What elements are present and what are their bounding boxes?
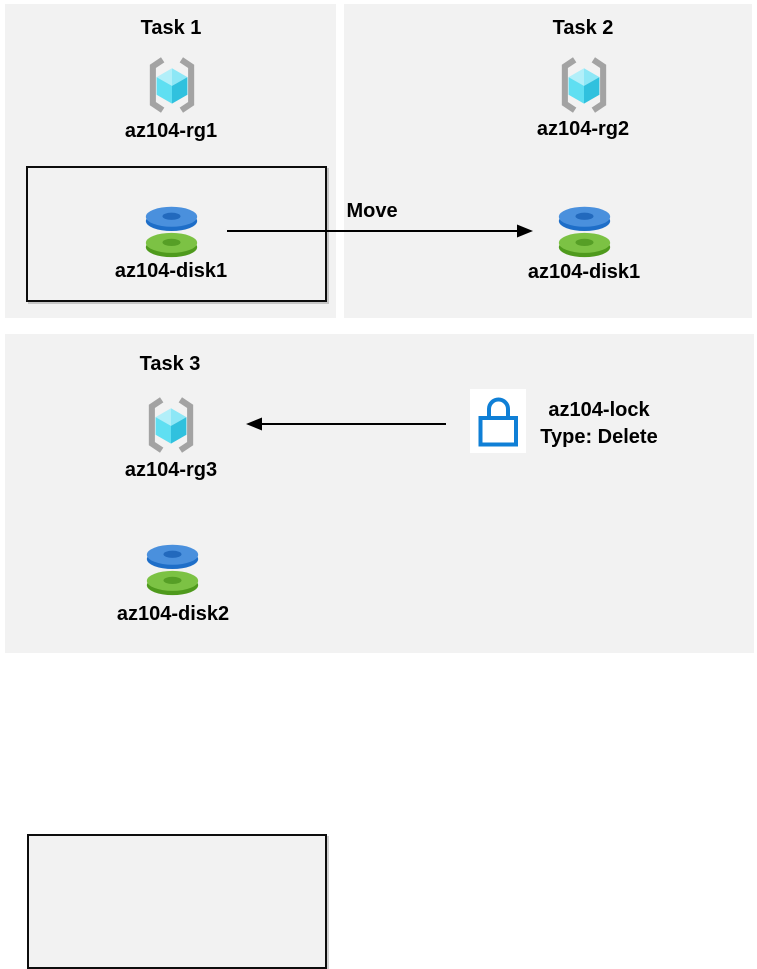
task2-rg-label: az104-rg2 xyxy=(536,118,630,140)
task3-disk-label: az104-disk2 xyxy=(116,603,230,625)
task3-rg-label: az104-rg3 xyxy=(124,459,218,481)
task2-disk-label: az104-disk1 xyxy=(527,261,641,283)
task1-title: Task 1 xyxy=(140,17,202,39)
task2-title: Task 2 xyxy=(552,17,614,39)
resource-group-icon xyxy=(144,54,200,116)
task1-rg-label: az104-rg1 xyxy=(124,120,218,142)
task3-disk-box xyxy=(27,834,327,969)
task1-disk-label: az104-disk1 xyxy=(114,260,228,282)
disk-icon xyxy=(556,204,613,258)
disk-icon xyxy=(144,542,201,596)
task3-title: Task 3 xyxy=(139,353,201,375)
lock-type: Type: Delete xyxy=(540,426,658,448)
task2-panel xyxy=(344,4,752,318)
lock-name: az104-lock xyxy=(548,399,650,421)
lock-annotation: az104-lock Type: Delete xyxy=(540,397,657,451)
lock-icon xyxy=(470,389,526,453)
lock-tile xyxy=(470,389,526,453)
move-arrow-label: Move xyxy=(346,200,398,222)
disk-icon xyxy=(143,204,200,258)
resource-group-icon xyxy=(556,54,612,116)
resource-group-icon xyxy=(143,394,199,456)
